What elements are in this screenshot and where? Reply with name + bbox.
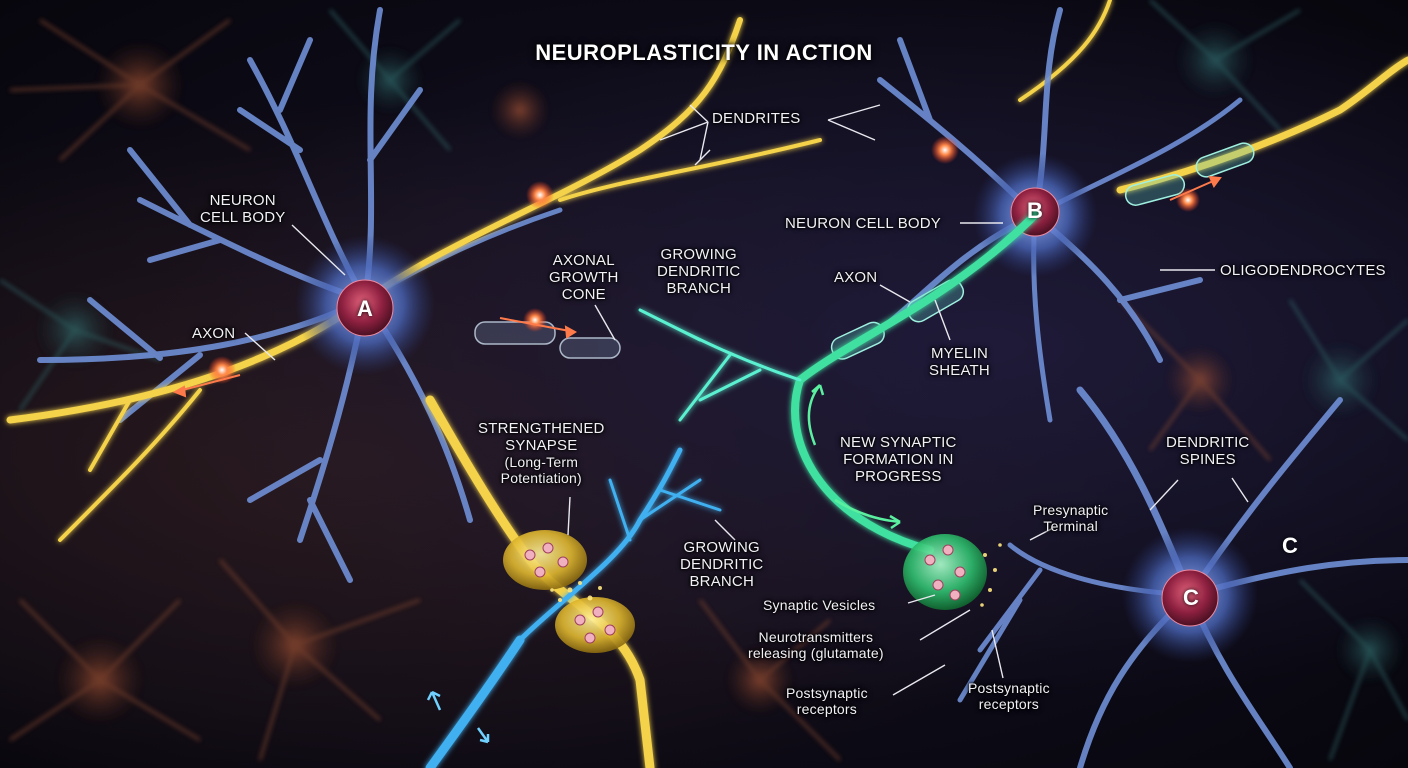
label-postsynaptic-receptors-left: Postsynaptic receptors [786,685,868,717]
neuron-b-letter: B [1027,198,1043,223]
label-dendritic-spines: DENDRITIC SPINES [1166,434,1249,468]
label-line: DENDRITIC [1166,434,1250,451]
growing-axon-green [638,211,1039,554]
label-line: FORMATION IN [843,451,954,468]
label-postsynaptic-receptors-right: Postsynaptic receptors [968,680,1050,712]
label-axon-right: AXON [834,269,878,286]
label-line: DENDRITIC [680,556,764,573]
neuron-c-letter: C [1183,585,1199,610]
label-line: Postsynaptic [786,685,868,701]
leader-lines [244,104,1249,696]
label-line: receptors [978,696,1039,712]
growth-arrows [807,384,901,530]
label-line: Potentiation) [500,470,582,486]
label-line: Neurotransmitters [758,629,874,645]
label-oligodendrocytes: OLIGODENDROCYTES [1220,262,1386,279]
label-line: CONE [561,286,606,303]
label-axonal-growth-cone: AXONAL GROWTH CONE [549,252,619,303]
label-line: Postsynaptic [968,680,1050,696]
label-synaptic-vesicles: Synaptic Vesicles [763,597,876,613]
label-strengthened-synapse: STRENGTHENED SYNAPSE (Long-Term Potentia… [478,420,605,486]
green-presynaptic-terminal [903,534,987,610]
neurotransmitter-particles [550,543,1002,607]
label-line: Terminal [1043,518,1098,534]
label-line: Presynaptic [1033,502,1109,518]
label-line: MYELIN [930,345,988,362]
label-myelin-sheath: MYELIN SHEATH [929,345,990,379]
label-line: SPINES [1179,451,1236,468]
label-line: DENDRITIC [657,263,741,280]
label-line: BRANCH [689,573,754,590]
label-line: (Long-Term [504,454,579,470]
label-line: GROWING [660,246,737,263]
label-line: SHEATH [929,362,990,379]
flow-arrows [172,175,1222,398]
label-line: releasing (glutamate) [748,645,884,661]
label-line: STRENGTHENED [478,420,605,437]
diagram-title: NEUROPLASTICITY IN ACTION [535,40,873,65]
label-line: NEW SYNAPTIC [840,434,957,451]
label-dendrites: DENDRITES [712,110,801,127]
neuron-a-body [295,235,435,375]
label-neurotransmitters: Neurotransmitters releasing (glutamate) [748,629,884,661]
label-line: CELL BODY [200,209,286,226]
label-growing-dendritic-branch-bottom: GROWING DENDRITIC BRANCH [680,539,763,590]
cyan-arrows [426,690,490,744]
label-line: BRANCH [666,280,731,297]
neuron-a-letter: A [357,296,373,321]
neuron-b-dendrites [877,7,1243,423]
label-line: receptors [796,701,857,717]
label-presynaptic-terminal: Presynaptic Terminal [1033,502,1108,534]
label-line: PROGRESS [854,468,942,485]
label-line: GROWTH [549,269,619,286]
label-line: AXONAL [552,252,615,269]
growing-branch-cyan [425,447,722,768]
label-line: SYNAPSE [505,437,578,454]
label-line: GROWING [683,539,760,556]
label-new-synaptic-formation: NEW SYNAPTIC FORMATION IN PROGRESS [840,434,957,485]
neuron-c-outer-letter: C [1282,533,1298,558]
label-line: NEURON [209,192,276,209]
label-growing-dendritic-branch-top: GROWING DENDRITIC BRANCH [657,246,740,297]
label-axon-left: AXON [192,325,236,342]
neuron-c-body [1122,527,1258,663]
label-neuron-cell-body-right: NEURON CELL BODY [785,215,942,232]
yellow-synapse-terminals [503,530,635,653]
label-neuron-cell-body-left: NEURON CELL BODY [200,192,285,226]
